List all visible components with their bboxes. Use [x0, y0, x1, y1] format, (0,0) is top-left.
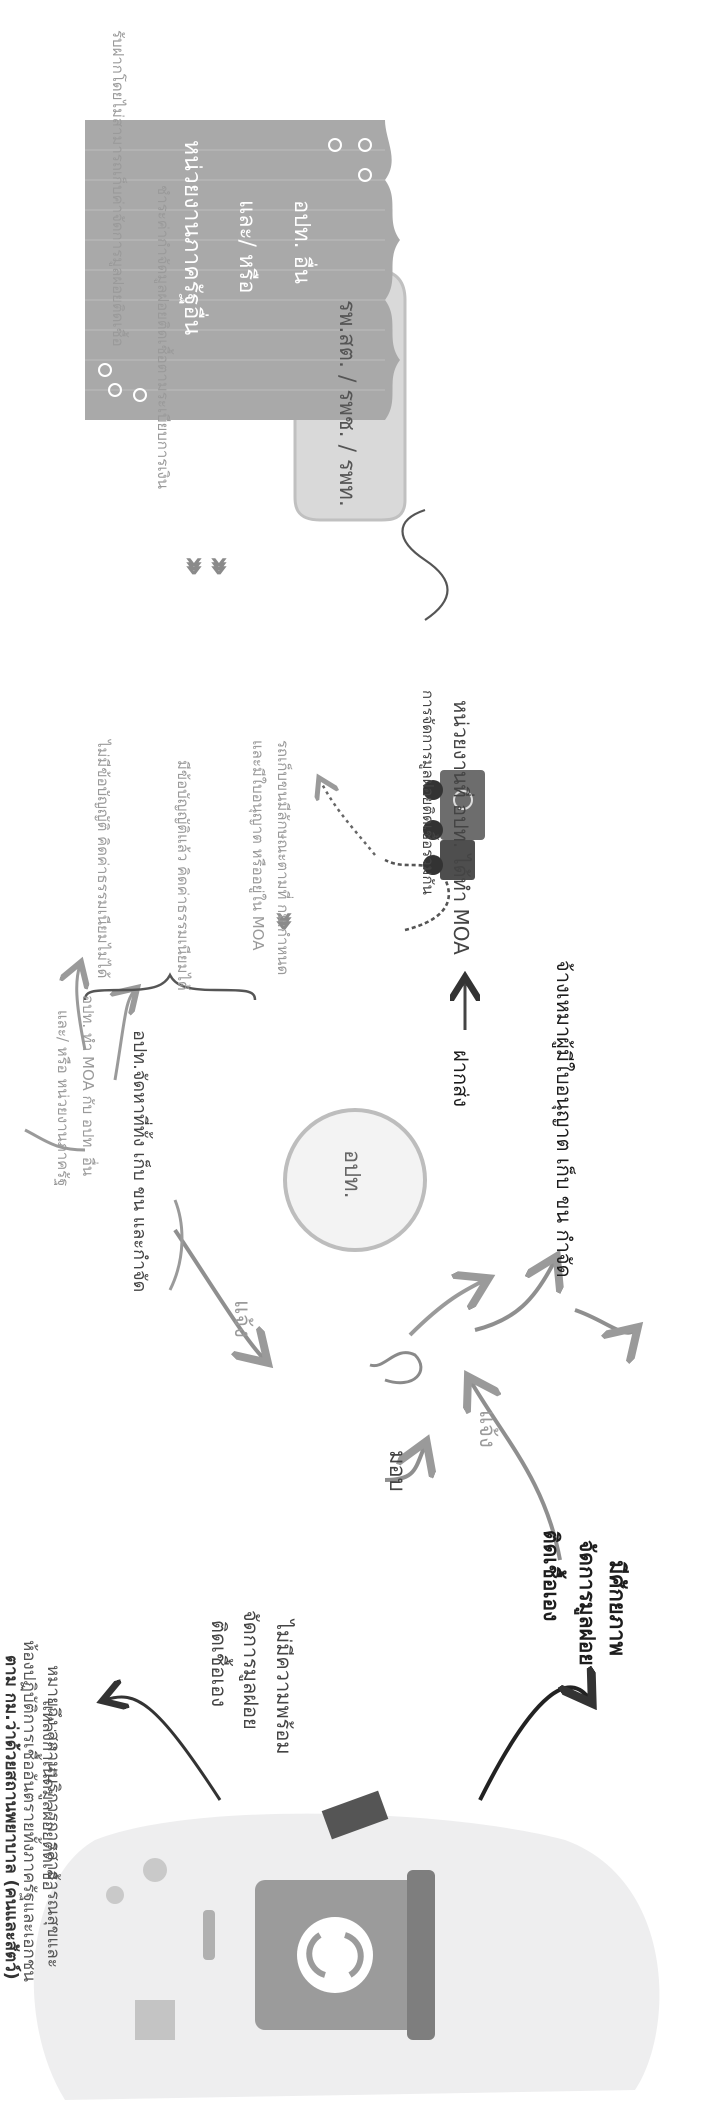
- deposit-label: ฝากส่ง: [449, 1050, 473, 1108]
- local-moa-2: และ/ หรือ หน่วยงานภาครัฐ: [54, 1010, 72, 1187]
- notify-lower-label: แจ้ง: [229, 1300, 254, 1338]
- center-circle: [283, 1108, 427, 1252]
- partner-box: [85, 120, 400, 420]
- fee-note: ชำระค่ากำจัดมูลฝอยติดเชื้อตามระเบียบการเ…: [154, 185, 172, 490]
- hire-label: จ้างเหมาผู้มีใบอนุญาต เก็บ ขน กำจัด: [552, 960, 576, 1278]
- not-capable-line-2: จัดการมูลฝอย: [239, 1610, 263, 1730]
- flower-icon: [98, 138, 372, 402]
- delegate-label: มอบ: [384, 1450, 409, 1492]
- notify-upper-label: แจ้ง: [474, 1410, 499, 1448]
- not-capable-line-1: ไม่มีความพร้อม: [272, 1620, 296, 1755]
- source-line-2: หมายถึง สถานบริการการสาธารณสุขและ: [43, 1665, 63, 1968]
- capable-title: มีศักยภาพ: [604, 1560, 629, 1657]
- partner-box-line-2: และ/ หรือ: [234, 200, 259, 294]
- hospitals-box-label: รพ.สต. / รพช. / รพท.: [334, 300, 359, 507]
- source-line-4: ตาม กม.ว่าด้วยสถานพยาบาล (คนและสัตว์): [1, 1655, 21, 1980]
- truck-note-2: และมีใบอนุญาต หรืออยู่ใน MOA: [249, 740, 267, 951]
- not-capable-line-3: ติดเชื้อเอง: [207, 1620, 231, 1708]
- brace: [83, 972, 257, 1001]
- capable-line-1: จัดการมูลฝอย: [575, 1540, 599, 1666]
- local-moa-1: อปท. ทำ MOA กับ อปท. อื่น: [79, 995, 97, 1177]
- cannot-collect-note: รับฝากโดยไม่สามารถเก็บค่าจัดการมูลฝอยติด…: [109, 30, 127, 347]
- partner-box-line-3: หน่วยงานภาครัฐอื่น: [179, 140, 205, 336]
- joint-label: การจัดการมูลฝอยติดเชื้อร่วมกัน: [419, 690, 437, 895]
- partner-box-line-1: อปท. อื่น: [289, 200, 314, 284]
- agency-moa-label: หน่วยงานที่ อปท. ได้ทำ MOA: [449, 700, 473, 955]
- local-collect-label: อปท.จัดหาที่ทั้ง เก็บ ขน และกำจัด: [129, 1030, 150, 1293]
- no-regulation-note: ไม่มีข้อบัญญัติ คิดค่าธรรมเนียมไม่ได้: [94, 740, 112, 979]
- recycle-bin-illustration: [33, 1790, 660, 2100]
- center-label: อปท.: [339, 1150, 364, 1199]
- garbage-truck-icon: [423, 770, 485, 880]
- truck-note-1: รถเก็บขนมีลักษณะตามที่ กม.กำหนด: [274, 740, 292, 976]
- has-regulation-note: มีข้อบัญญัติแล้ว คิดค่าธรรมเนียมได้: [174, 760, 192, 991]
- chevron-right-icon: ›››: [175, 555, 215, 568]
- capable-line-2: ติดเชื้อเอง: [539, 1530, 563, 1622]
